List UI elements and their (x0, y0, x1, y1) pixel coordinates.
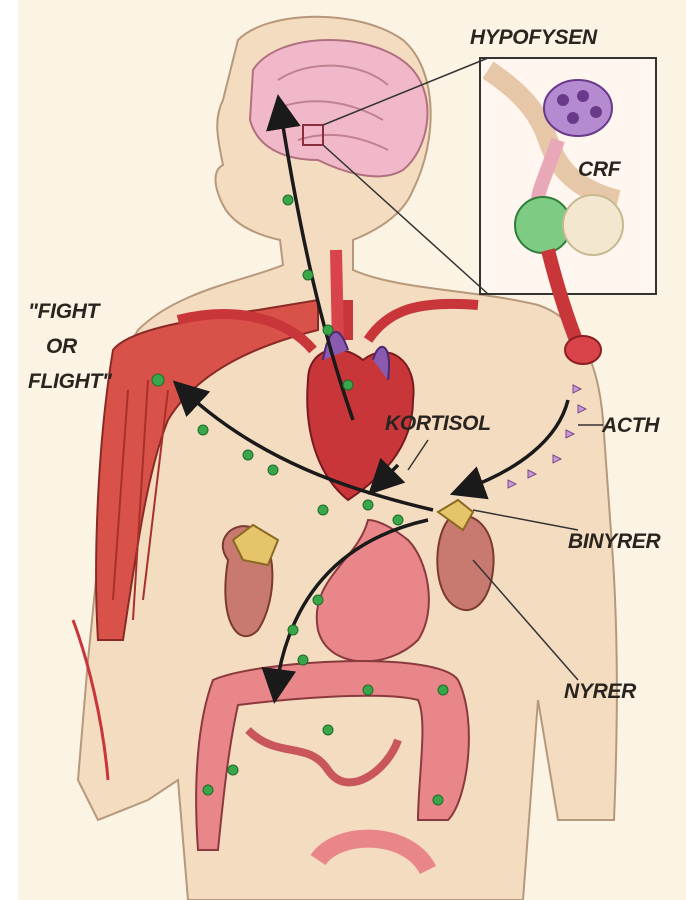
label-binyrer: BINYRER (568, 530, 660, 554)
vessel-end (565, 336, 601, 364)
label-crf: CRF (578, 158, 620, 182)
label-hypofysen: HYPOFYSEN (470, 26, 597, 50)
label-acth: ACTH (602, 414, 659, 438)
label-fight-or-flight: "FIGHT OR FLIGHT" (28, 294, 112, 399)
diagram-canvas: HYPOFYSEN CRF "FIGHT OR FLIGHT" KORTISOL… (18, 0, 686, 900)
label-kortisol: KORTISOL (385, 412, 491, 436)
label-fight-line3: FLIGHT" (28, 364, 112, 399)
body-illustration (18, 0, 686, 900)
label-fight-line2: OR (28, 329, 112, 364)
label-fight-line1: "FIGHT (28, 294, 112, 329)
label-nyrer: NYRER (564, 680, 636, 704)
